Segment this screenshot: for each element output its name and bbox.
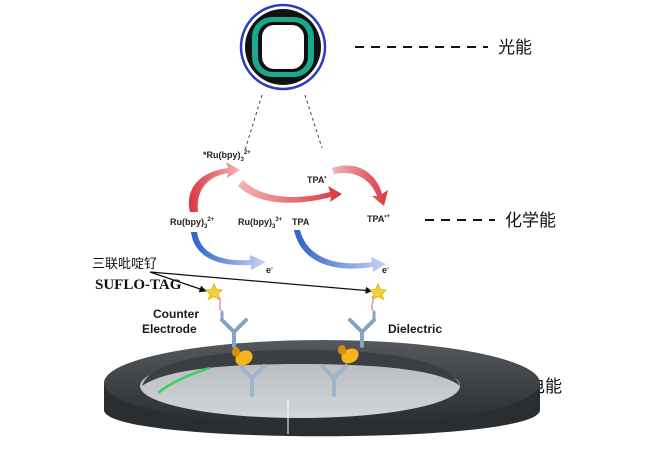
antibody-complex-left	[205, 283, 266, 397]
blue-arrow-right-cycle	[294, 230, 386, 272]
electron-right-label: e-	[382, 265, 389, 275]
tpa-radical-label: TPA•	[307, 175, 326, 185]
energy-label-light: 光能	[498, 38, 532, 58]
red-arrow-right-cycle	[332, 165, 388, 206]
red-arrow-top-cycle	[238, 180, 342, 203]
dielectric-label: Dielectric	[388, 322, 442, 336]
light-emission-icon	[239, 3, 327, 91]
light-guide-right	[304, 94, 323, 149]
pointer-to-right-star	[149, 271, 373, 295]
ru-3plus-label: Ru(bpy)33+	[238, 217, 283, 230]
counter-electrode-label-2: Electrode	[142, 322, 197, 336]
ru-2plus-label: Ru(bpy)32+	[170, 217, 215, 230]
electron-left-label: e-	[266, 265, 273, 275]
red-arrow-left-cycle	[188, 162, 240, 212]
antibody-complex-right	[320, 283, 387, 397]
suflo-tag-label: SUFLO-TAG	[95, 277, 182, 293]
working-electrode-label: Working Electrode	[228, 435, 334, 449]
suflo-tag-star-right	[369, 283, 387, 301]
counter-electrode-label-1: Counter	[153, 307, 199, 321]
tpa-cation-label: TPA•+	[367, 214, 390, 224]
excited-ru-label: *Ru(bpy)32+	[203, 150, 251, 163]
tpa-label: TPA	[292, 217, 310, 227]
blue-arrow-left-cycle	[191, 232, 266, 270]
pointer-to-left-star	[149, 271, 207, 293]
suflo-tag-star-left	[205, 283, 223, 301]
light-guide-left	[244, 94, 263, 151]
tripyridine-label: 三联吡啶钌	[92, 257, 157, 272]
electrode-disk	[104, 340, 540, 437]
energy-label-chemical: 化学能	[505, 211, 556, 231]
